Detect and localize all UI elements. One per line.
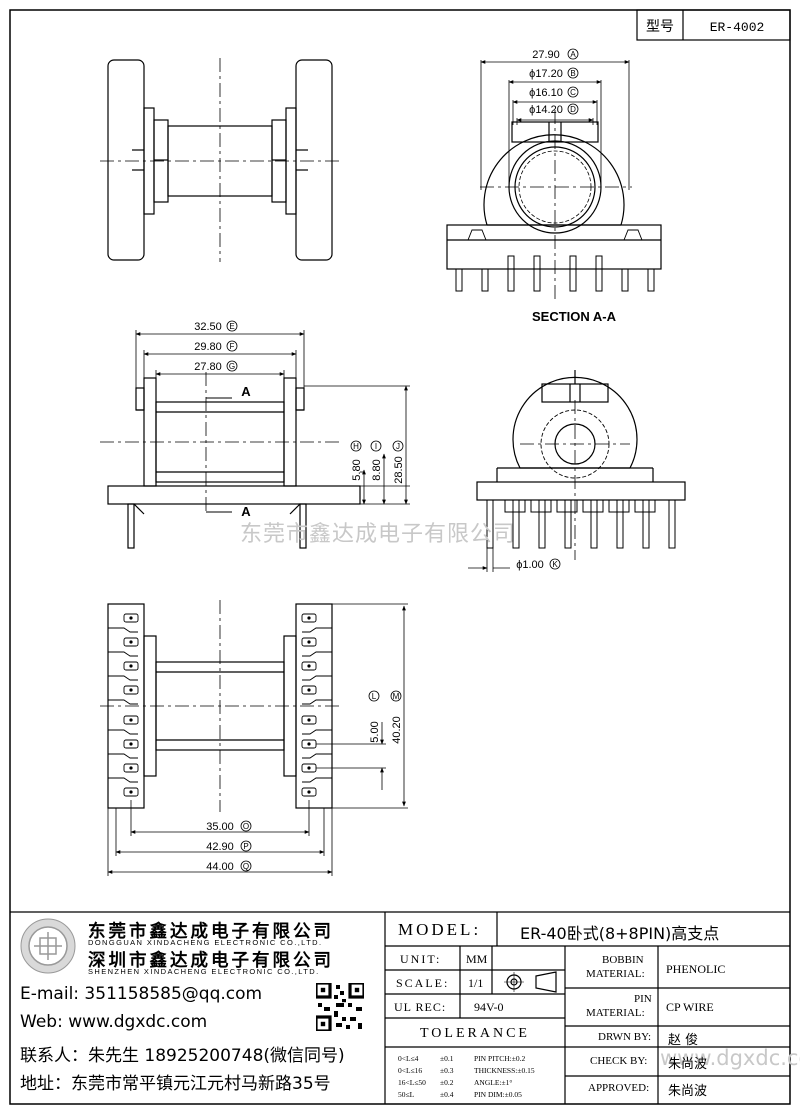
- contact-person: 联系人：朱先生 18925200748(微信同号): [20, 1046, 345, 1066]
- bobbin-material-label-2: MATERIAL:: [586, 968, 645, 980]
- tol-range-3: 16<L≤50: [398, 1078, 426, 1087]
- side-view-top: [100, 58, 340, 262]
- unit-label: UNIT:: [400, 952, 442, 966]
- dim-letter-A: A: [570, 50, 576, 59]
- dim-G: 27.80: [194, 361, 222, 373]
- type-box: 型号 ER-4002: [636, 9, 791, 41]
- dim-letter-K: K: [552, 560, 558, 569]
- tol-range-1: 0<L≤4: [398, 1054, 419, 1063]
- contact-web[interactable]: Web: www.dgxdc.com: [20, 1012, 208, 1032]
- tol-value-3: ±0.2: [440, 1078, 454, 1087]
- scale-value: 1/1: [468, 976, 484, 990]
- bottom-view: [100, 600, 408, 876]
- front-dim-labels: 32.50 29.80 27.80 5.80 8.80 28.50 A A: [194, 321, 405, 519]
- tol-item-2: THICKNESS:±0.15: [474, 1066, 535, 1075]
- pin-material-label-1: PIN: [634, 993, 652, 1005]
- dim-F: 29.80: [194, 341, 222, 353]
- drawn-by-label: DRWN BY:: [598, 1031, 652, 1043]
- section-label: SECTION A-A: [532, 309, 617, 324]
- pin-material-label-2: MATERIAL:: [586, 1007, 645, 1019]
- section-view: [446, 60, 662, 300]
- dim-letter-F: F: [230, 342, 235, 351]
- tol-value-2: ±0.3: [440, 1066, 454, 1075]
- dim-H: 5.80: [351, 459, 363, 480]
- section-dim-labels: 27.90 ϕ17.20 ϕ16.10 ϕ14.20: [529, 49, 563, 116]
- dim-L: 5.00: [369, 721, 381, 742]
- dim-Q: 44.00: [206, 861, 234, 873]
- dim-letter-Q: Q: [243, 862, 249, 871]
- tol-item-1: PIN PITCH:±0.2: [474, 1054, 526, 1063]
- tol-value-1: ±0.1: [440, 1054, 454, 1063]
- company-name-shenzhen: 深圳市鑫达成电子有限公司: [88, 951, 334, 971]
- bobbin-material-label-1: BOBBIN: [602, 954, 644, 966]
- check-by-label: CHECK BY:: [590, 1055, 648, 1067]
- front-dim-circles: E F G H I J: [226, 320, 404, 452]
- unit-value: MM: [466, 952, 488, 966]
- tol-range-4: 50≤L: [398, 1090, 415, 1099]
- bottom-dim-labels: 5.00 40.20 35.00 42.90 44.00: [206, 716, 403, 873]
- dim-letter-O: O: [243, 822, 249, 831]
- approved-label: APPROVED:: [588, 1082, 650, 1094]
- dim-letter-L: L: [372, 692, 377, 701]
- dim-letter-J: J: [396, 442, 400, 451]
- dim-letter-D: D: [570, 105, 576, 114]
- company-name-dongguan-en: DONGGUAN XINDACHENG ELECTRONIC CO.,LTD.: [88, 938, 323, 947]
- dim-letter-G: G: [229, 362, 235, 371]
- section-marker-bottom: A: [241, 504, 251, 519]
- dim-A: 27.90: [532, 49, 560, 61]
- type-label: 型号: [646, 19, 674, 35]
- type-value: ER-4002: [710, 20, 765, 35]
- contact-address: 地址：东莞市常平镇元江元村马新路35号: [20, 1074, 331, 1094]
- dim-letter-E: E: [229, 322, 234, 331]
- tolerance-label: TOLERANCE: [420, 1026, 530, 1041]
- contact-email[interactable]: E-mail: 351158585@qq.com: [20, 984, 263, 1004]
- bobbin-material-value: PHENOLIC: [666, 962, 726, 976]
- company-logo: [20, 918, 76, 974]
- tol-item-4: PIN DIM:±0.05: [474, 1090, 522, 1099]
- dim-E: 32.50: [194, 321, 222, 333]
- dim-B: ϕ17.20: [529, 68, 563, 80]
- dim-letter-M: M: [393, 692, 400, 701]
- sheet-border: [9, 9, 791, 1105]
- ul-rec-value: 94V-0: [474, 1000, 504, 1014]
- tol-item-3: ANGLE:±1°: [474, 1078, 513, 1087]
- scale-label: SCALE:: [396, 976, 450, 990]
- dim-M: 40.20: [391, 716, 403, 744]
- company-name-shenzhen-en: SHENZHEN XINDACHENG ELECTRONIC CO.,LTD.: [88, 967, 320, 976]
- dim-letter-I: I: [375, 442, 377, 451]
- end-view: [468, 370, 686, 572]
- dim-O: 35.00: [206, 821, 234, 833]
- dim-J: 28.50: [393, 456, 405, 484]
- dim-C: ϕ16.10: [529, 87, 563, 99]
- pin-material-value: CP WIRE: [666, 1000, 714, 1014]
- section-dim-circles: A B C D: [567, 48, 579, 115]
- dim-K: ϕ1.00: [516, 559, 544, 571]
- front-view: [100, 330, 410, 549]
- drawn-by-value: 赵 俊: [668, 1033, 699, 1048]
- model-value: ER-40卧式(8+8PIN)高支点: [520, 924, 720, 943]
- dim-letter-H: H: [353, 442, 359, 451]
- title-block-grid: [10, 911, 790, 1104]
- tol-range-2: 0<L≤16: [398, 1066, 423, 1075]
- approved-value: 朱尚波: [668, 1084, 708, 1099]
- dim-letter-B: B: [570, 69, 575, 78]
- qr-code-icon: [316, 983, 364, 1031]
- check-by-value: 朱尚波: [668, 1057, 708, 1072]
- dim-P: 42.90: [206, 841, 234, 853]
- company-name-dongguan: 东莞市鑫达成电子有限公司: [88, 922, 334, 942]
- tol-value-4: ±0.4: [440, 1090, 454, 1099]
- dim-letter-C: C: [570, 88, 576, 97]
- section-marker-top: A: [241, 384, 251, 399]
- bottom-dim-circles: L M O P Q: [240, 690, 402, 872]
- ul-rec-label: UL REC:: [394, 1000, 447, 1014]
- dim-letter-P: P: [243, 842, 248, 851]
- dim-I: 8.80: [371, 459, 383, 480]
- dim-D: ϕ14.20: [529, 104, 563, 116]
- model-label: MODEL:: [398, 920, 482, 939]
